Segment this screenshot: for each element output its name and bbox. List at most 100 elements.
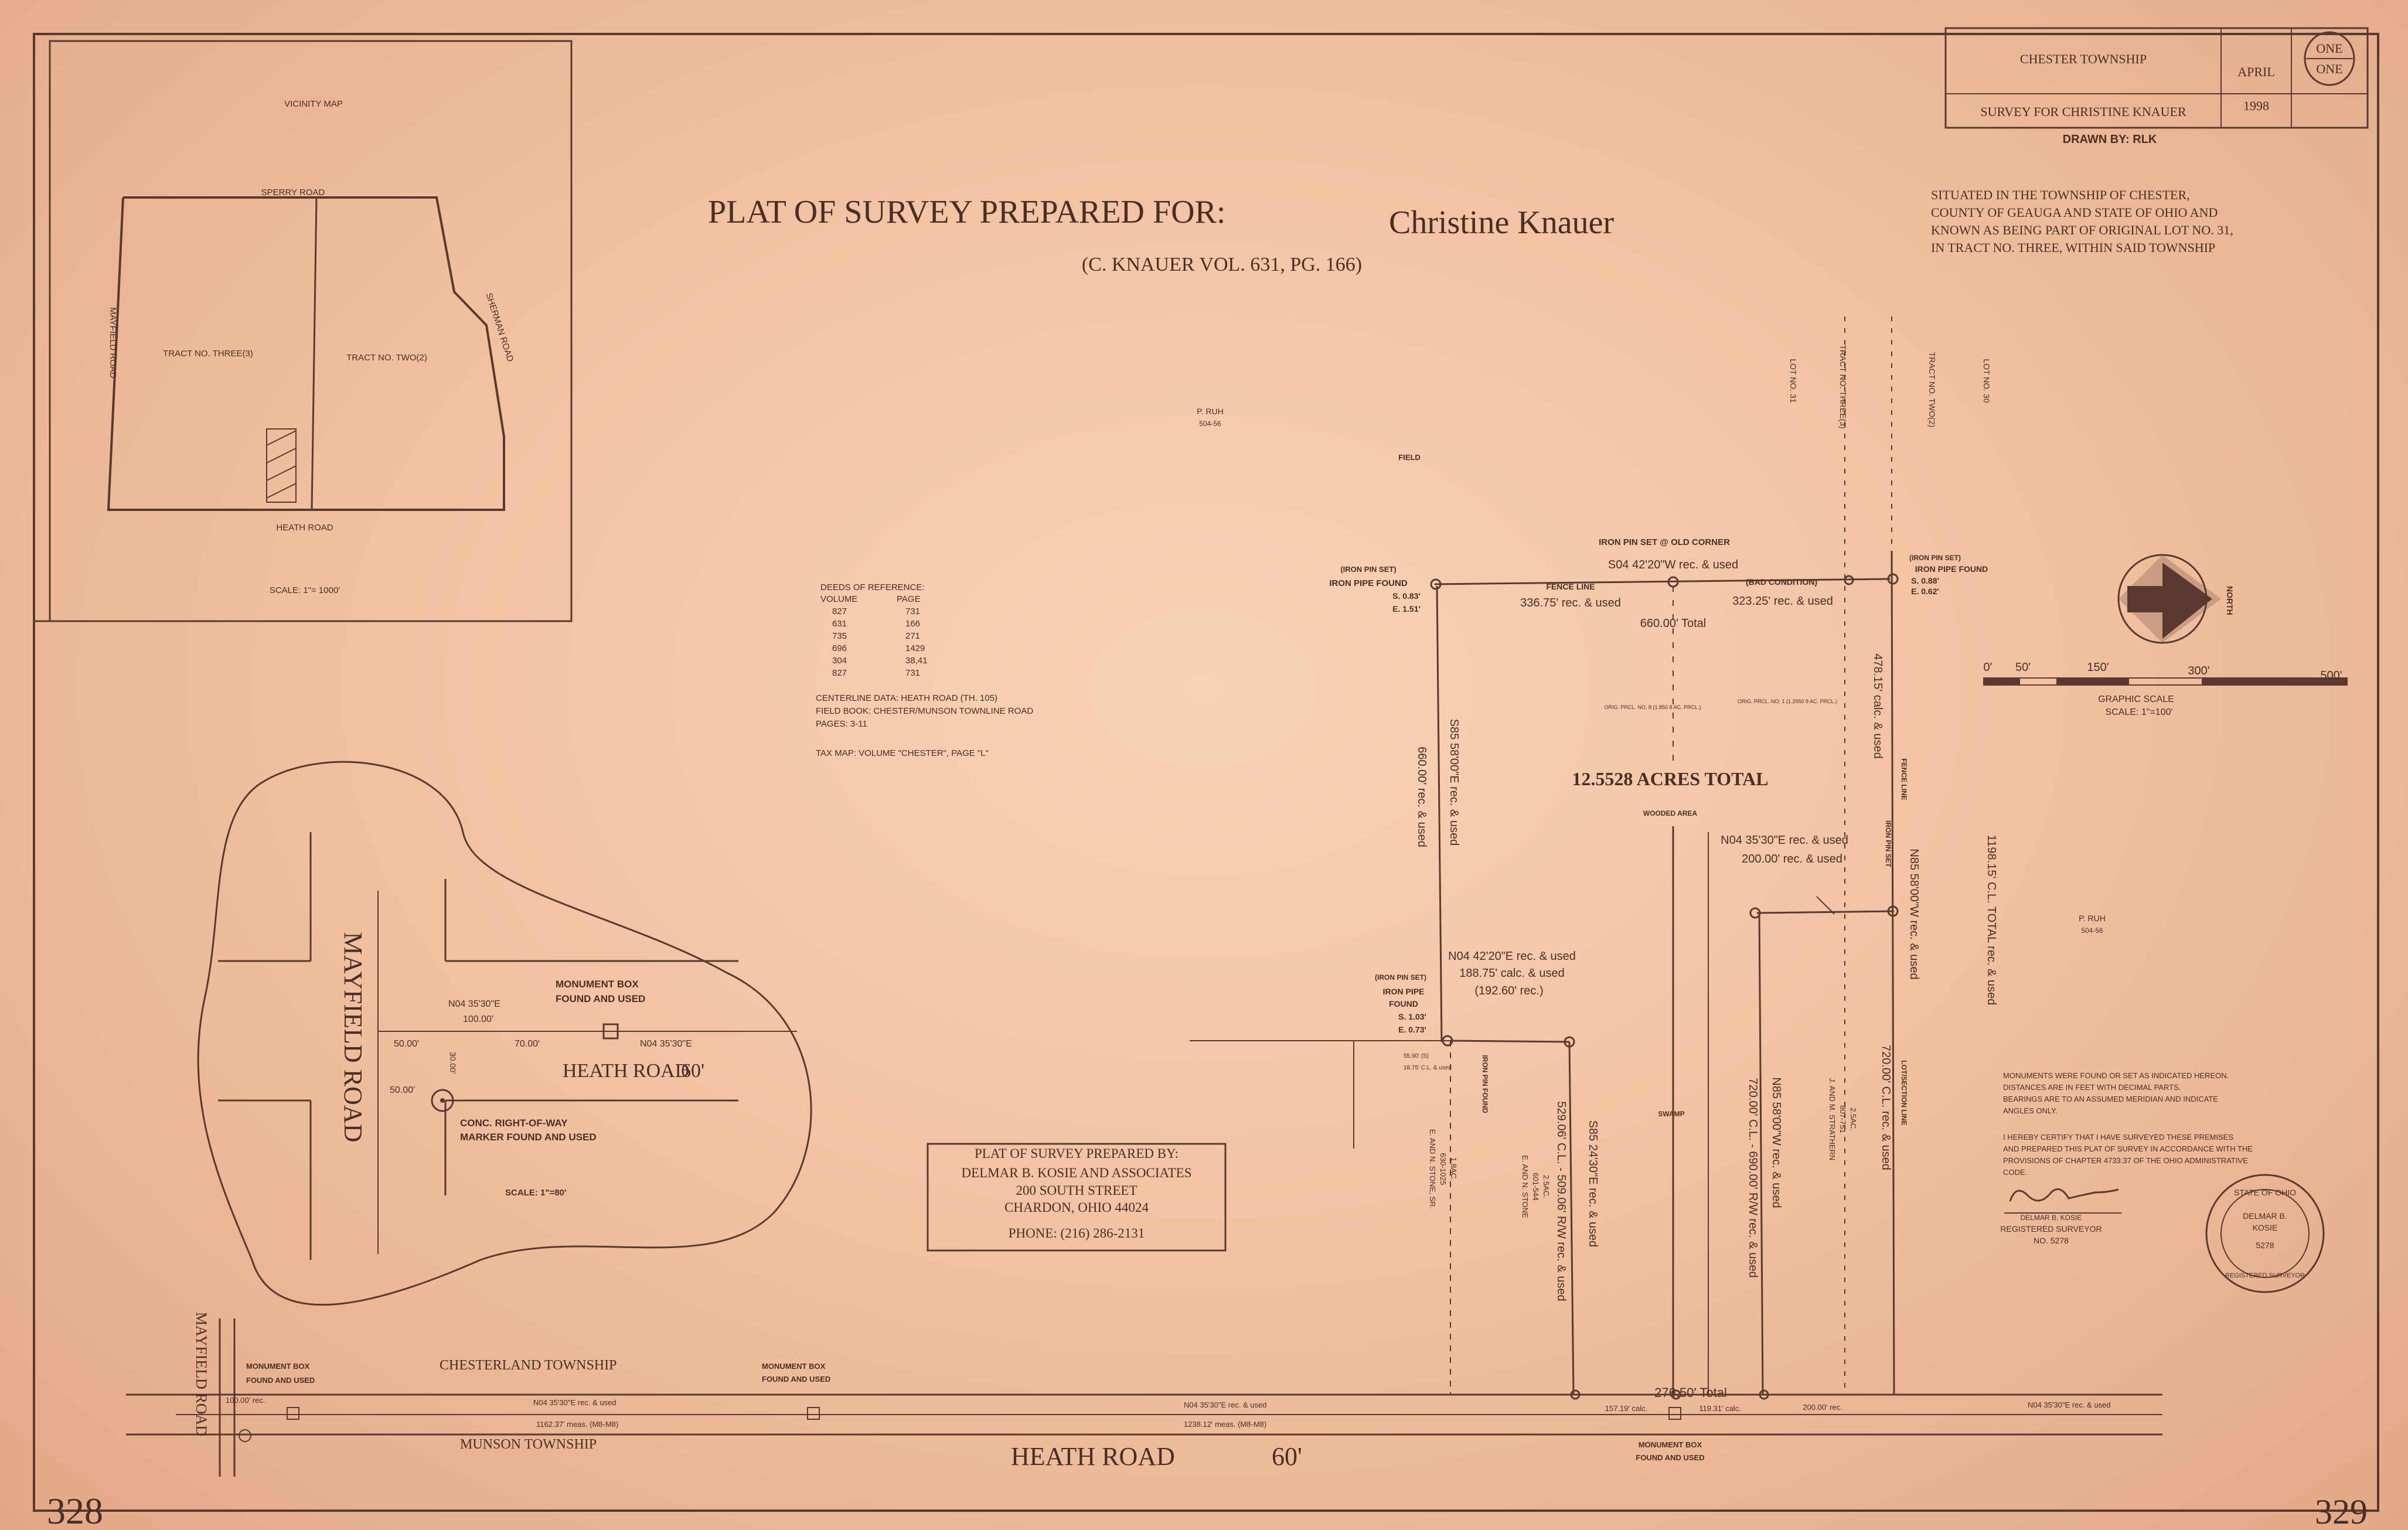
dist-323: 323.25' rec. & used	[1732, 595, 1833, 608]
vicinity-scale: SCALE: 1"= 1000'	[270, 585, 340, 595]
mid-bearing: N04 42'20"E rec. & used	[1448, 950, 1576, 963]
mid-calc: 188.75' calc. & used	[1459, 967, 1565, 980]
deed-page: 271	[905, 631, 920, 641]
deed-page: 166	[905, 619, 920, 629]
plat-client: Christine Knauer	[1389, 205, 1614, 241]
mid-pipe-4: S. 1.03'	[1398, 1012, 1426, 1021]
deeds-field-book: FIELD BOOK: CHESTER/MUNSON TOWNLINE ROAD	[816, 706, 1033, 716]
n85-mid-bearing: N85 58'00"W rec. & used	[1770, 1077, 1783, 1208]
stone-1-ac: 1.8AC.	[1449, 1157, 1458, 1181]
survey-notes: MONUMENTS WERE FOUND OR SET AS INDICATED…	[2003, 1071, 2253, 1177]
bottom-dist-100: 100.00' rec.	[226, 1396, 265, 1405]
surveyor-name: DELMAR B. KOSIE	[2021, 1214, 2082, 1222]
stone-1-name: E. AND N. STONE, SR.	[1428, 1129, 1437, 1209]
acres-total: 12.5528 ACRES TOTAL	[1572, 768, 1768, 789]
note-line: MONUMENTS WERE FOUND OR SET AS INDICATED…	[2003, 1071, 2229, 1080]
page-number-left: 328	[47, 1490, 103, 1530]
deed-volume: 827	[832, 606, 847, 616]
scale-tick-150: 150'	[2087, 661, 2109, 674]
corner-ne-pin	[1844, 575, 1854, 585]
vicinity-tract-two: TRACT NO. TWO(2)	[346, 353, 427, 363]
detail-dist-50a: 50.00'	[394, 1039, 419, 1049]
mid-pipe-5: E. 0.73'	[1398, 1025, 1426, 1034]
tract-three-label: TRACT NO. THREE(3)	[1838, 345, 1848, 428]
title-block: CHESTER TOWNSHIP APRIL SURVEY FOR CHRIST…	[1944, 27, 2369, 146]
vicinity-mayfield-road: MAYFIELD ROAD	[108, 307, 118, 379]
bad-condition-label: (BAD CONDITION)	[1746, 577, 1817, 587]
small-dim-2: 18.75' C.L. & used	[1404, 1065, 1452, 1071]
deed-volume: 696	[832, 643, 847, 653]
corner-east-jog	[1887, 905, 1899, 917]
detail-bearing-b: N04 35'30"E	[640, 1039, 692, 1049]
bottom-mayfield-road: MAYFIELD ROAD	[193, 1312, 210, 1436]
nw-pin-2: IRON PIPE FOUND	[1329, 578, 1408, 588]
p-ruh-top-ref: 504-56	[1199, 420, 1221, 428]
fence-line-label: FENCE LINE	[1546, 582, 1595, 591]
bottom-monument-left-1: MONUMENT BOX	[246, 1362, 310, 1371]
prepared-line-4: CHARDON, OHIO 44024	[1004, 1200, 1149, 1215]
vicinity-sherman-road: SHERMAN ROAD	[483, 292, 515, 363]
deed-page: 731	[905, 668, 920, 678]
surveyor-seal: STATE OF OHIO DELMAR B. KOSIE 5278 REGIS…	[2205, 1174, 2325, 1293]
strathern-ac: 2.5AC.	[1849, 1108, 1858, 1131]
graphic-scale-value: SCALE: 1"=100'	[2105, 707, 2172, 717]
mid-rec: (192.60' rec.)	[1474, 984, 1543, 997]
note-line: PROVISIONS OF CHAPTER 4733.37 OF THE OHI…	[2003, 1156, 2248, 1165]
detail-dist-50b: 50.00'	[390, 1085, 415, 1095]
iron-pin-found-vertical: IRON PIN FOUND	[1481, 1055, 1489, 1113]
corner-mid-west	[1442, 1035, 1453, 1047]
prepared-line-3: 200 SOUTH STREET	[1016, 1183, 1137, 1198]
tract-two-label: TRACT NO. TWO(2)	[1927, 352, 1937, 428]
bottom-bearing-c: N04 35'30"E rec. & used	[2028, 1400, 2111, 1409]
lot-30-label: LOT NO. 30	[1982, 359, 1991, 403]
dist-200: 200.00' rec.	[1803, 1403, 1842, 1412]
scale-tick-300: 300'	[2188, 665, 2209, 677]
corner-north-mid	[1667, 576, 1679, 588]
tb-drawn-by: DRAWN BY: RLK	[2063, 133, 2157, 146]
deeds-col-volume: VOLUME	[820, 594, 857, 604]
dist-336: 336.75' rec. & used	[1520, 597, 1621, 609]
prepared-line-2: DELMAR B. KOSIE AND ASSOCIATES	[962, 1166, 1192, 1180]
stone-1-ref: 630-1025	[1439, 1153, 1447, 1185]
corner-nw	[1430, 578, 1442, 590]
seal-state: STATE OF OHIO	[2234, 1188, 2296, 1197]
munson-township: MUNSON TOWNSHIP	[460, 1437, 597, 1452]
survey-labels: P. RUH 504-56 FIELD LOT NO. 31 TRACT NO.…	[1197, 345, 2106, 1413]
prepared-by-box: PLAT OF SURVEY PREPARED BY: DELMAR B. KO…	[927, 1143, 1227, 1252]
page-number-right: 329	[2315, 1492, 2368, 1530]
bottom-bearing-b: N04 35'30"E rec. & used	[1184, 1400, 1267, 1409]
note-line: AND PREPARED THIS PLAT OF SURVEY IN ACCO…	[2003, 1144, 2253, 1153]
nw-pin-4: E. 1.51'	[1392, 604, 1421, 614]
stone-2-ac: 2.5AC.	[1542, 1175, 1551, 1198]
s85-mid-bearing: S85 24'30"E rec. & used	[1586, 1120, 1599, 1248]
iron-pin-old-corner: IRON PIN SET @ OLD CORNER	[1599, 537, 1730, 547]
tb-township: CHESTER TOWNSHIP	[2020, 52, 2147, 66]
p-ruh-right: P. RUH	[2079, 914, 2106, 923]
jog-dist: 200.00' rec. & used	[1742, 853, 1842, 865]
deed-volume: 631	[832, 619, 847, 629]
bottom-monument-mid-2: FOUND AND USED	[762, 1375, 830, 1384]
n85-east-bearing: N85 58'00"W rec. & used	[1908, 849, 1920, 979]
total-276: 276.50' Total	[1654, 1385, 1727, 1400]
p-ruh-right-ref: 504-56	[2081, 926, 2103, 935]
parcel-b: ORIG. PRCL. NO. 1 (1.2950 9 AC. PRCL.)	[1738, 698, 1837, 704]
detail-heath-road: HEATH ROAD	[563, 1060, 689, 1082]
vicinity-title: VICINITY MAP	[284, 99, 343, 109]
jog-bearing: N04 35'30"E rec. & used	[1721, 834, 1848, 847]
n85-east-dist: 720.00' C.L. rec. & used	[1879, 1045, 1892, 1170]
strathern-name: J. AND M. STRATHERN	[1828, 1078, 1837, 1161]
corner-mid-east	[1564, 1036, 1575, 1048]
note-line: I HEREBY CERTIFY THAT I HAVE SURVEYED TH…	[2003, 1133, 2233, 1141]
detail-heath-road-width: 60'	[681, 1060, 704, 1082]
bottom-heath-road: HEATH ROAD	[1011, 1442, 1175, 1471]
deeds-of-reference: DEEDS OF REFERENCE: VOLUME PAGE 827 731 …	[816, 582, 1033, 758]
dist-157: 157.19' calc.	[1605, 1404, 1648, 1413]
bottom-bearing-a: N04 35'30"E rec. & used	[533, 1398, 617, 1407]
bottom-monument-right-2: FOUND AND USED	[1636, 1453, 1704, 1462]
deed-volume: 304	[832, 656, 847, 666]
seal-registered: REGISTERED SURVEYOR	[2225, 1272, 2305, 1279]
graphic-scale: 0' 50' 150' 300' 500' GRAPHIC SCALE SCAL…	[1983, 661, 2348, 717]
bottom-monument-right-1: MONUMENT BOX	[1639, 1440, 1702, 1449]
bottom-monument-left-2: FOUND AND USED	[246, 1376, 315, 1385]
